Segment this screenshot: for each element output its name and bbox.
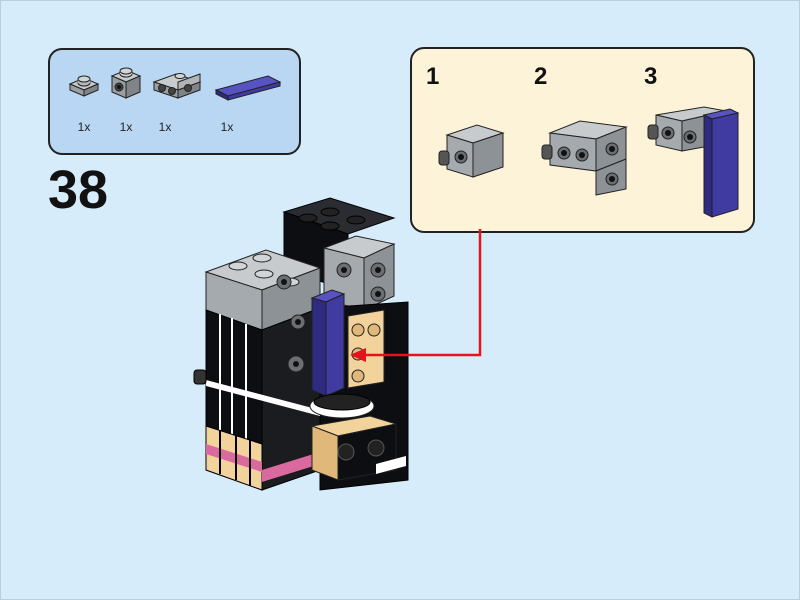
sub-step-3-figure bbox=[647, 106, 740, 218]
sub-step-number-3: 3 bbox=[644, 63, 658, 90]
plate-1x1-icon bbox=[68, 75, 100, 97]
part-quantity: 1x bbox=[158, 120, 172, 134]
part-quantity: 1x bbox=[119, 120, 133, 134]
parts-list-box: 1x 1x 1x bbox=[48, 48, 301, 155]
part-bracket: 1x bbox=[150, 66, 204, 134]
step-number: 38 bbox=[48, 160, 109, 220]
tile-1x4-purple-icon bbox=[214, 75, 282, 101]
sub-assembly-box: 1 2 3 bbox=[410, 47, 755, 233]
main-model-figure bbox=[193, 197, 409, 491]
sub-step-2-figure bbox=[541, 120, 628, 196]
part-quantity: 1x bbox=[77, 120, 91, 134]
sub-step-1-figure bbox=[438, 124, 505, 178]
part-quantity: 1x bbox=[220, 120, 234, 134]
bracket-icon bbox=[152, 73, 202, 99]
part-plate-1x1: 1x bbox=[68, 70, 100, 134]
sub-step-number-1: 1 bbox=[426, 63, 440, 90]
sub-step-number-2: 2 bbox=[534, 63, 548, 90]
brick-1x1-side-stud-icon bbox=[110, 67, 142, 99]
part-tile-1x4: 1x bbox=[212, 72, 284, 134]
part-brick-1x1-side-stud: 1x bbox=[108, 64, 144, 134]
